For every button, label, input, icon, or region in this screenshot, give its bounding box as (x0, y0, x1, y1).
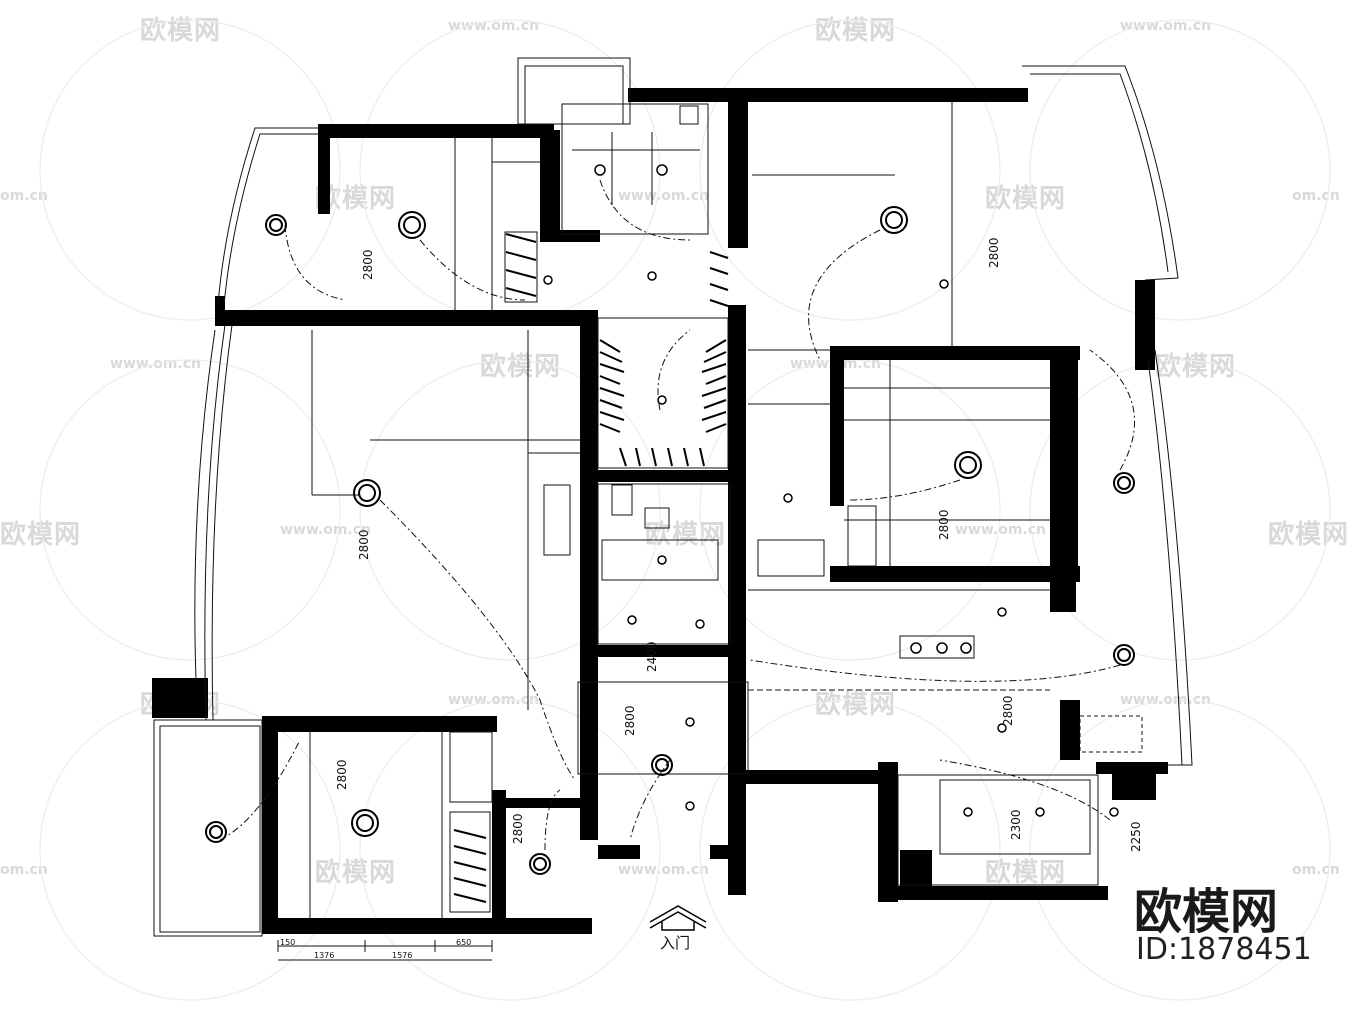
watermark-url: www.om.cn (618, 862, 710, 878)
watermark-brand: 欧模网 (815, 690, 897, 720)
watermark-url: www.om.cn (618, 188, 710, 204)
watermark-url: www.om.cn (955, 522, 1047, 538)
dimension-label: 1376 (314, 951, 334, 960)
ceiling-height: 2250 (1129, 821, 1143, 852)
watermark-brand: 欧模网 (1268, 520, 1348, 550)
watermark-url: www.om.cn (280, 522, 372, 538)
dimension-label: 150 (280, 938, 295, 947)
entrance-label: 入门 (660, 934, 691, 952)
dimension-label: 650 (456, 938, 471, 947)
ceiling-height: 2800 (987, 237, 1001, 268)
watermark-url: www.om.cn (448, 692, 540, 708)
ceiling-height: 2800 (357, 529, 371, 560)
ceiling-height: 2800 (511, 813, 525, 844)
watermark-brand: 欧模网 (480, 352, 562, 382)
ceiling-height: 2800 (335, 759, 349, 790)
watermark-url: www.om.cn (448, 18, 540, 34)
ceiling-height: 2800 (1001, 695, 1015, 726)
watermark-url: om.cn (0, 188, 48, 204)
ceiling-height: 2400 (645, 641, 659, 672)
ceiling-height: 2800 (623, 705, 637, 736)
watermark-url: om.cn (0, 862, 48, 878)
watermark-brand: 欧模网 (0, 520, 82, 550)
brand-id: ID:1878451 (1136, 932, 1312, 967)
watermark-url: www.om.cn (1120, 18, 1212, 34)
dimension-label: 1576 (392, 951, 412, 960)
ceiling-height: 2800 (937, 509, 951, 540)
brand-logo: 欧模网 (1134, 884, 1279, 940)
ceiling-height: 2300 (1009, 809, 1023, 840)
ceiling-height: 2800 (361, 249, 375, 280)
walls (152, 88, 1168, 934)
watermark-brand: 欧模网 (1155, 352, 1237, 382)
entrance-arrow (649, 905, 707, 931)
watermark-brand: 欧模网 (315, 858, 397, 888)
